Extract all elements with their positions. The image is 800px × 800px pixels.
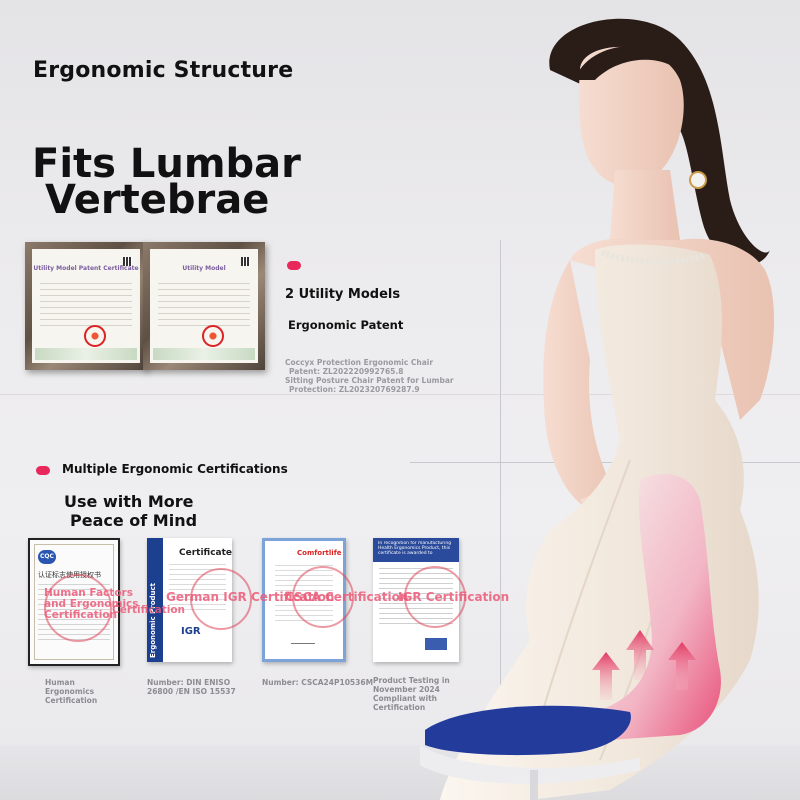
patent-note-2: Patent: ZL202220992765.8 [289,367,404,376]
certificate-doc-title: Certificate [179,548,232,558]
headline-ergonomic-structure: Ergonomic Structure [33,58,294,83]
wall-line [410,462,800,463]
caption-human-ergonomics: Human Ergonomics Certification [45,678,98,705]
patent-certificate-2: Utility Model [143,242,265,370]
utility-models-count: 2 Utility Models [285,287,401,302]
model-with-chair [420,18,775,800]
floor [0,745,800,800]
wall-line [500,240,501,740]
seal-icon [44,574,112,642]
igr-logo-icon: IGR [181,626,201,637]
overlay-human-factors: Human Factors and Ergonomics Certificati… [44,587,139,621]
overlay-igr: IGR Certification [398,590,510,604]
bullet-dot [287,261,301,270]
patent-note-1: Coccyx Protection Ergonomic Chair [285,358,434,367]
seal-icon [190,568,252,630]
slogan-line-2: Peace of Mind [70,511,198,530]
certifications-label: Multiple Ergonomic Certifications [62,462,288,476]
overlay-german-igr: German IGR Certification [166,590,335,604]
patent-note-4: Protection: ZL202320769287.9 [289,385,420,394]
headline-fits-lumbar: Fits Lumbar [32,141,301,187]
seal-icon [404,566,466,628]
qr-code-icon [241,257,250,266]
wall-line [0,394,800,395]
comfortlife-logo-icon: Comfortlife [297,549,342,557]
patent-certificate-1: Utility Model Patent Certificate [25,242,147,370]
slogan-line-1: Use with More [64,492,194,511]
arrow-up-icon [592,652,620,700]
certificate-header-text: In recognition for manufacturing Health … [378,541,452,556]
patent-certificate-title: Utility Model [182,265,226,272]
ergonomic-product-side-text: Ergonomic Product [149,582,157,658]
patent-note-3: Sitting Posture Chair Patent for Lumbar [285,376,454,385]
ergonomic-patent-label: Ergonomic Patent [288,318,404,332]
seal-icon [84,325,106,347]
arrow-up-icon [668,642,696,690]
caption-igr-number: Number: DIN ENISO 26800 /EN ISO 15537 [147,678,236,696]
overlay-certification: Certification [112,604,186,616]
bullet-dot [36,466,50,475]
seal-icon [292,566,354,628]
overlay-csca: CSCA Certification [285,590,409,604]
headline-vertebrae: Vertebrae [45,177,270,223]
patent-certificate-title: Utility Model Patent Certificate [33,265,139,272]
arrow-up-icon [626,630,654,680]
caption-product-testing: Product Testing in November 2024 Complia… [373,676,450,712]
caption-csca-number: Number: CSCA24P10536M [262,678,374,687]
qr-code-icon [123,257,132,266]
cqc-logo-icon: CQC [38,550,56,564]
seal-icon [202,325,224,347]
